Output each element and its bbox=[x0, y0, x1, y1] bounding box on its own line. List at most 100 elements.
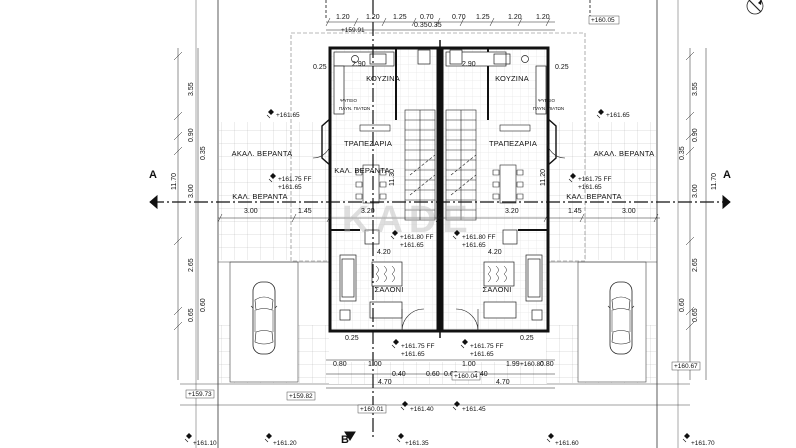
label-dining-right: ΤΡΑΠΕΖΑΡΙΑ bbox=[489, 139, 537, 148]
svg-text:1.20: 1.20 bbox=[336, 14, 350, 21]
svg-text:+160.04: +160.04 bbox=[454, 373, 478, 380]
svg-text:0.60: 0.60 bbox=[426, 371, 440, 378]
dining-tables bbox=[355, 124, 531, 204]
svg-text:4.70: 4.70 bbox=[378, 379, 392, 386]
svg-text:+161.60: +161.60 bbox=[555, 440, 579, 447]
svg-text:0.90: 0.90 bbox=[188, 128, 195, 142]
dims-left: 3.55 0.90 0.35 3.00 2.65 0.65 0.60 11.70 bbox=[171, 82, 207, 322]
svg-text:0.60: 0.60 bbox=[444, 371, 458, 378]
level-marker: +160.01 bbox=[357, 404, 387, 414]
label-living-left: ΣΑΛΟΝΙ bbox=[374, 285, 403, 294]
svg-text:+160.67: +160.67 bbox=[674, 363, 698, 370]
svg-text:+161.75 FF: +161.75 FF bbox=[401, 343, 434, 350]
svg-text:1.20: 1.20 bbox=[536, 14, 550, 21]
doors bbox=[312, 139, 566, 332]
svg-text:+161.65: +161.65 bbox=[462, 242, 486, 249]
svg-text:+160.80: +160.80 bbox=[520, 361, 544, 368]
level-markers: +160.05 +161.65 +161.65 +161.75 FF +161.… bbox=[184, 15, 715, 447]
label-sink-left: ΠΛΥΝ. ΠΙΑΤΩΝ bbox=[339, 106, 370, 111]
svg-text:0.65: 0.65 bbox=[692, 308, 699, 322]
label-dining-left: ΤΡΑΠΕΖΑΡΙΑ bbox=[344, 139, 392, 148]
svg-text:0.35: 0.35 bbox=[679, 146, 686, 160]
level-marker: +160.67 bbox=[671, 361, 701, 371]
house-walls bbox=[321, 40, 557, 338]
svg-text:+161.45: +161.45 bbox=[462, 406, 486, 413]
section-a-right: A bbox=[723, 169, 731, 181]
label-fridge-left: ΨΥΓΕΙΟ bbox=[340, 98, 357, 103]
svg-text:+161.35: +161.35 bbox=[405, 440, 429, 447]
svg-text:1.00: 1.00 bbox=[462, 361, 476, 368]
svg-text:+160.05: +160.05 bbox=[591, 17, 615, 24]
parking bbox=[218, 261, 657, 383]
dims-row: 3.00 1.45 3.20 3.20 1.45 3.00 4.20 4.20 bbox=[244, 208, 636, 256]
label-kitchen-right: ΚΟΥΖΙΝΑ bbox=[495, 74, 529, 83]
svg-text:2.90: 2.90 bbox=[462, 61, 476, 68]
svg-text:0.35: 0.35 bbox=[428, 22, 442, 29]
svg-text:+161.75 FF: +161.75 FF bbox=[278, 176, 311, 183]
svg-text:0.40: 0.40 bbox=[474, 371, 488, 378]
label-living-right: ΣΑΛΟΝΙ bbox=[482, 285, 511, 294]
svg-text:3.00: 3.00 bbox=[244, 208, 258, 215]
label-sink-right: ΠΛΥΝ. ΠΙΑΤΩΝ bbox=[533, 106, 564, 111]
svg-text:+161.65: +161.65 bbox=[278, 184, 302, 191]
dims-top: 1.20 1.20 1.25 0.70 0.70 1.25 1.20 1.20 … bbox=[336, 14, 550, 68]
level-marker: +159.82 bbox=[286, 391, 316, 401]
label-fridge-right: ΨΥΓΕΙΟ bbox=[538, 98, 555, 103]
svg-text:0.60: 0.60 bbox=[679, 298, 686, 312]
svg-text:3.00: 3.00 bbox=[188, 184, 195, 198]
svg-text:+161.10: +161.10 bbox=[193, 440, 217, 447]
svg-text:3.55: 3.55 bbox=[692, 82, 699, 96]
svg-text:2.65: 2.65 bbox=[188, 258, 195, 272]
north-arrow-icon bbox=[746, 0, 764, 15]
living-furniture bbox=[339, 229, 543, 321]
section-b: B bbox=[341, 434, 349, 446]
watermark: KADE bbox=[342, 199, 474, 241]
level-marker: +160.04 bbox=[451, 371, 481, 381]
svg-text:0.90: 0.90 bbox=[692, 128, 699, 142]
dims-small: 0.25 0.25 0.25 0.25 1.99 bbox=[313, 64, 569, 368]
svg-text:+161.70: +161.70 bbox=[691, 440, 715, 447]
svg-text:+161.75 FF: +161.75 FF bbox=[470, 343, 503, 350]
car-icon-left bbox=[250, 281, 278, 355]
svg-text:0.80: 0.80 bbox=[540, 361, 554, 368]
svg-text:+161.75 FF: +161.75 FF bbox=[578, 176, 611, 183]
grid-lines bbox=[149, 0, 731, 441]
svg-text:0.70: 0.70 bbox=[420, 14, 434, 21]
svg-text:+161.80 FF: +161.80 FF bbox=[400, 234, 433, 241]
label-uncovered-veranda-left: ΑΚΑΛ. ΒΕΡΑΝΤΑ bbox=[232, 149, 293, 158]
stairs bbox=[404, 109, 477, 221]
dimension-lines bbox=[173, 17, 707, 389]
svg-text:0.25: 0.25 bbox=[345, 335, 359, 342]
svg-text:3.00: 3.00 bbox=[622, 208, 636, 215]
svg-text:+160.01: +160.01 bbox=[360, 406, 384, 413]
svg-text:3.20: 3.20 bbox=[361, 208, 375, 215]
svg-text:0.65: 0.65 bbox=[188, 308, 195, 322]
label-covered-veranda-left-2: ΚΑΛ. ΒΕΡΑΝΤΑ bbox=[232, 192, 287, 201]
svg-text:+161.80 FF: +161.80 FF bbox=[462, 234, 495, 241]
svg-text:0.35: 0.35 bbox=[414, 22, 428, 29]
svg-text:11.70: 11.70 bbox=[711, 173, 718, 190]
svg-text:11.20: 11.20 bbox=[540, 169, 547, 186]
section-a-left: A bbox=[149, 169, 157, 181]
svg-text:0.25: 0.25 bbox=[520, 335, 534, 342]
svg-text:+161.65: +161.65 bbox=[276, 112, 300, 119]
svg-text:1.99: 1.99 bbox=[506, 361, 520, 368]
room-labels: ΚΟΥΖΙΝΑ ΚΟΥΖΙΝΑ ΤΡΑΠΕΖΑΡΙΑ ΤΡΑΠΕΖΑΡΙΑ ΣΑ… bbox=[232, 74, 654, 294]
svg-text:0.40: 0.40 bbox=[392, 371, 406, 378]
label-covered-veranda-right: ΚΑΛ. ΒΕΡΑΝΤΑ bbox=[566, 192, 621, 201]
label-kitchen-left: ΚΟΥΖΙΝΑ bbox=[366, 74, 400, 83]
svg-text:0.35: 0.35 bbox=[200, 146, 207, 160]
svg-text:+161.65: +161.65 bbox=[400, 242, 424, 249]
level-marker: +160.05 bbox=[588, 15, 620, 25]
svg-text:2.90: 2.90 bbox=[352, 61, 366, 68]
svg-text:4.20: 4.20 bbox=[488, 249, 502, 256]
svg-text:+161.65: +161.65 bbox=[401, 351, 425, 358]
svg-text:3.00: 3.00 bbox=[692, 184, 699, 198]
svg-text:0.80: 0.80 bbox=[333, 361, 347, 368]
svg-text:1.25: 1.25 bbox=[393, 14, 407, 21]
svg-text:1.00: 1.00 bbox=[368, 361, 382, 368]
svg-text:0.25: 0.25 bbox=[313, 64, 327, 71]
svg-text:0.70: 0.70 bbox=[452, 14, 466, 21]
svg-text:1.20: 1.20 bbox=[508, 14, 522, 21]
